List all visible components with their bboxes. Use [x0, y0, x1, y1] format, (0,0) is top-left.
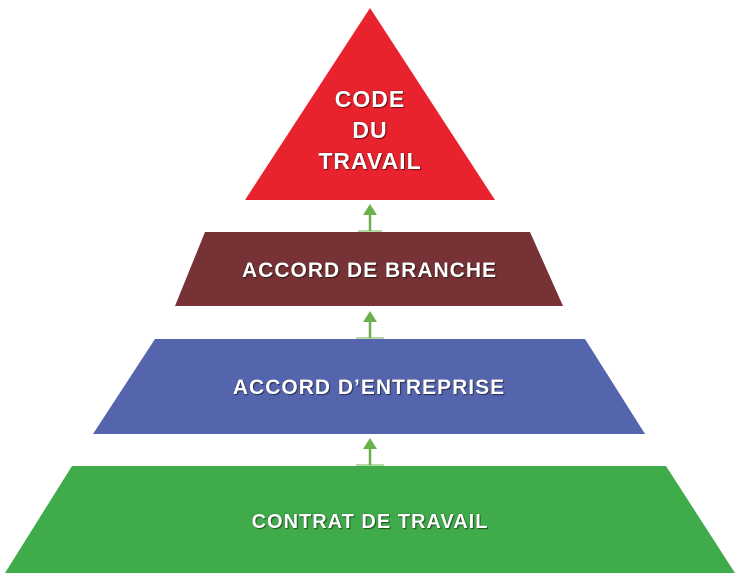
- contrat-de-travail-label: CONTRAT DE TRAVAIL: [251, 511, 489, 533]
- label-line: TRAVAIL: [318, 148, 422, 174]
- accord-de-branche-trapezoid: [175, 232, 563, 306]
- accord-d-entreprise-label: ACCORD D’ENTREPRISE: [232, 376, 506, 399]
- accord-de-branche-label: ACCORD DE BRANCHE: [241, 259, 497, 282]
- arrow-up-icon: [356, 311, 384, 339]
- label-line: CODE: [334, 86, 406, 112]
- accord-d-entreprise-trapezoid: [93, 339, 645, 434]
- code-du-travail-triangle: [245, 8, 495, 200]
- contrat-de-travail-trapezoid: [5, 466, 735, 573]
- arrow-up-icon: [356, 438, 384, 466]
- code-du-travail-label: CODE DU TRAVAIL: [270, 84, 470, 177]
- arrow-up-icon: [358, 204, 382, 232]
- label-line: DU: [352, 117, 388, 143]
